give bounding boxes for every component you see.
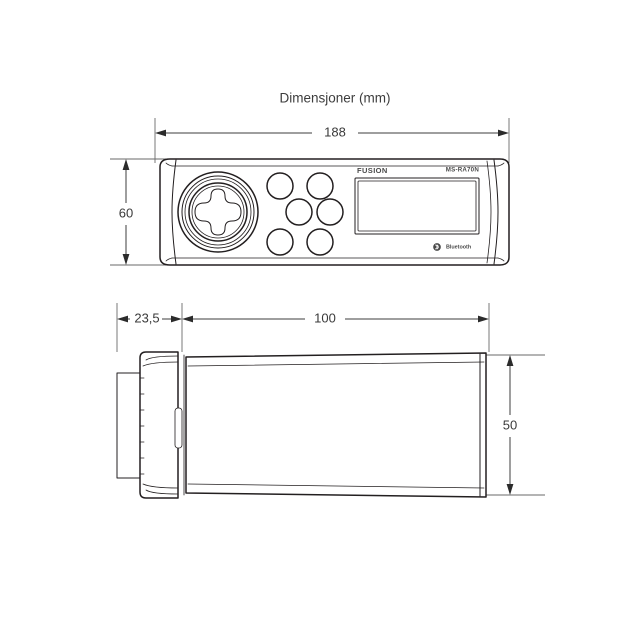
dimension-label-100: 100 (314, 310, 336, 325)
dimension-label-50: 50 (503, 417, 517, 432)
dimension-label-23-5: 23,5 (134, 310, 159, 325)
front-button-3[interactable] (285, 198, 313, 226)
dimension-width-188: 188 (154, 118, 510, 163)
front-button-1[interactable] (266, 172, 294, 200)
front-button-5[interactable] (266, 228, 294, 256)
dimension-chassis-height-50: 50 (486, 354, 545, 496)
front-button-6[interactable] (306, 228, 334, 256)
lcd-display (354, 177, 480, 235)
dimension-height-60: 60 (110, 158, 172, 266)
rotary-encoder-knob[interactable] (177, 171, 259, 253)
model-number-text: MS-RA70N (446, 167, 480, 174)
front-button-4[interactable] (316, 198, 344, 226)
brand-logo-text: FUSION (357, 166, 388, 175)
dimension-bezel-depth-23-5: 23,5 (116, 303, 183, 352)
button-pad (266, 172, 344, 256)
dimension-chassis-depth-100: 100 (182, 303, 490, 352)
side-view: 23,5 100 50 (116, 303, 545, 499)
front-view: 188 60 (110, 118, 510, 266)
bluetooth-badge: Bluetooth (433, 243, 471, 251)
bluetooth-label: Bluetooth (446, 244, 471, 250)
side-faceplate-flange (139, 351, 185, 499)
dimension-label-188: 188 (324, 124, 346, 139)
side-latch-detail (174, 407, 183, 449)
side-chassis-body (185, 352, 487, 498)
side-bezel-lip (116, 372, 144, 479)
page-title: Dimensjoner (mm) (279, 91, 390, 106)
bluetooth-icon (433, 243, 441, 251)
front-button-2[interactable] (306, 172, 334, 200)
dimension-label-60: 60 (119, 205, 133, 220)
